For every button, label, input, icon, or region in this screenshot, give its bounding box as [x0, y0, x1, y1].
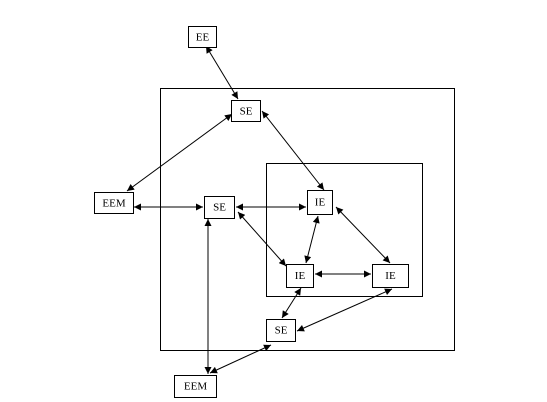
node-box	[174, 375, 217, 398]
edge-ie-left-to-se-bottom	[281, 287, 302, 319]
node-label: SE	[275, 325, 288, 337]
node-ie-right: IE	[372, 264, 409, 288]
edge-ie-top-to-ie-left	[304, 215, 320, 264]
edge-se-top-to-eem-left	[126, 113, 233, 192]
node-se-mid: SE	[204, 196, 235, 219]
edge-se-bottom-to-eem-bottom	[209, 344, 272, 374]
edge-se-mid-to-ie-left	[237, 211, 287, 267]
edge-ie-right-to-se-bottom	[296, 288, 393, 332]
node-label: IE	[385, 270, 396, 282]
node-box	[231, 100, 261, 122]
node-label: EEM	[102, 198, 125, 210]
node-box	[94, 192, 134, 214]
node-se-bottom: SE	[266, 319, 296, 342]
node-ie-top: IE	[307, 190, 333, 215]
outer-boundary	[160, 88, 455, 351]
edge-ee-top-to-se-top	[205, 45, 239, 100]
node-label: IE	[295, 270, 306, 282]
node-label: EEM	[184, 381, 207, 393]
node-ee-top: EE	[188, 26, 217, 48]
node-se-top: SE	[231, 100, 261, 122]
edge-se-top-to-ie-top	[261, 110, 325, 191]
node-box	[372, 264, 409, 288]
edges-layer	[126, 45, 393, 374]
node-ie-left: IE	[286, 264, 314, 288]
edge-ie-top-to-ie-right	[335, 206, 391, 264]
node-box	[266, 319, 296, 342]
node-label: EE	[196, 32, 210, 44]
node-label: IE	[315, 197, 326, 209]
node-label: SE	[213, 202, 226, 214]
node-eem-left: EEM	[94, 192, 134, 214]
node-label: SE	[240, 106, 253, 118]
node-box	[188, 26, 217, 48]
node-eem-bottom: EEM	[174, 375, 217, 398]
node-box	[286, 264, 314, 288]
node-box	[307, 190, 333, 215]
node-box	[204, 196, 235, 219]
